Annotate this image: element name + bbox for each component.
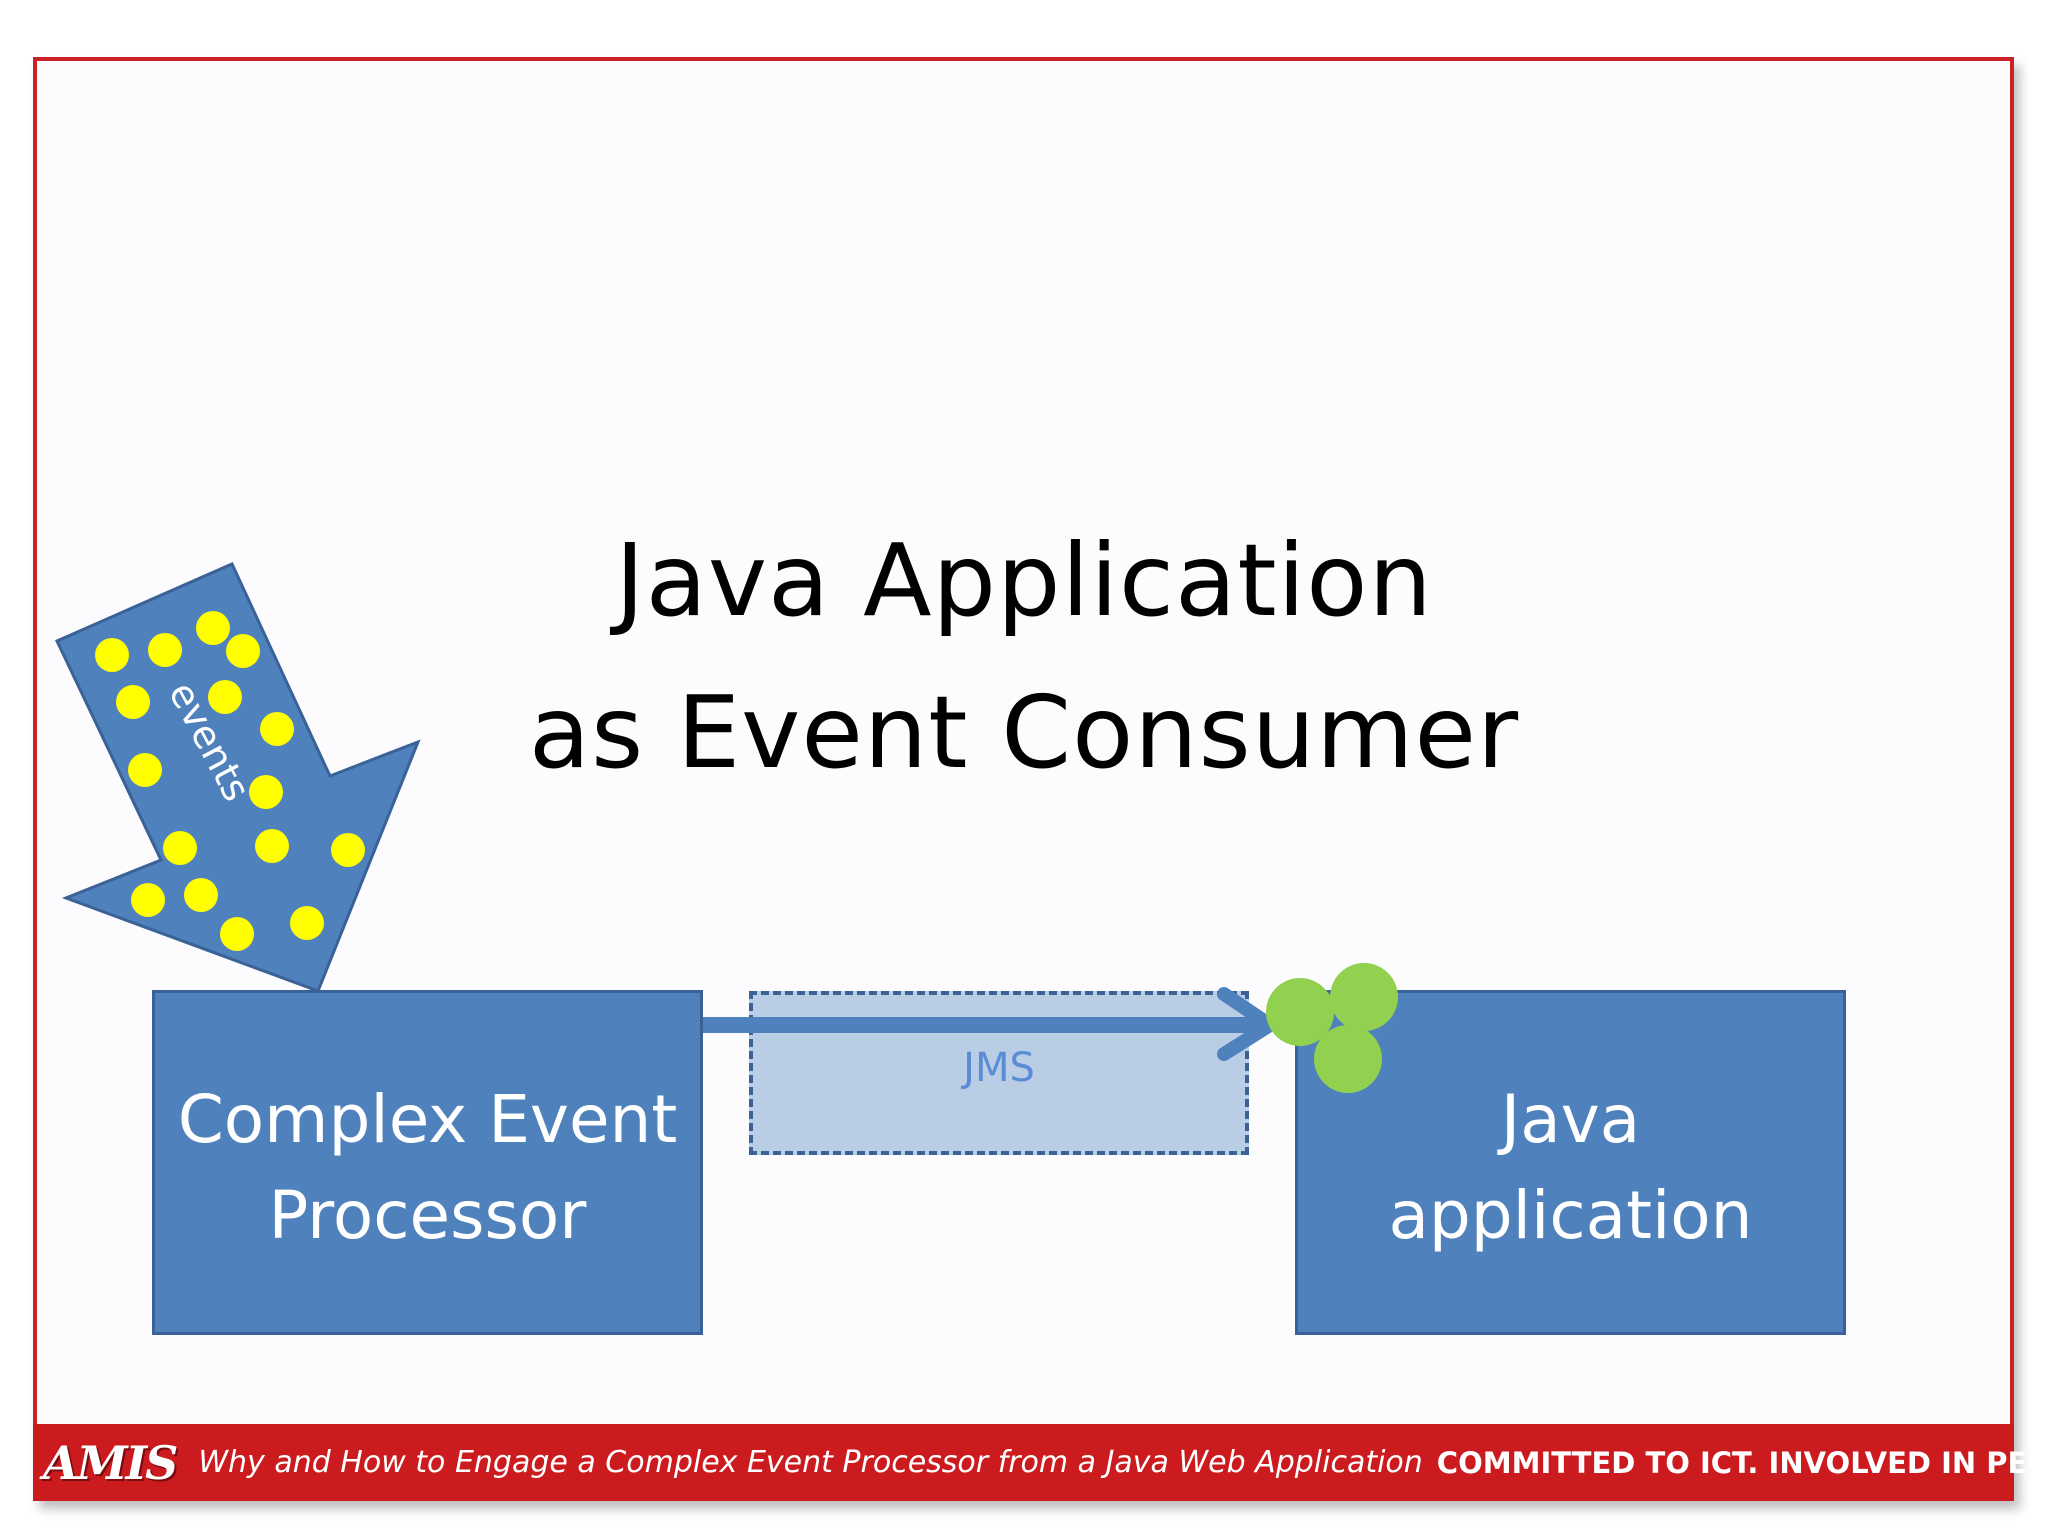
delivered-event-dot bbox=[1330, 963, 1398, 1031]
event-dot bbox=[249, 775, 283, 809]
complex-event-processor-box: Complex Event Processor bbox=[152, 990, 703, 1335]
event-dot bbox=[290, 906, 324, 940]
event-dot bbox=[255, 829, 289, 863]
footer-subtitle: Why and How to Engage a Complex Event Pr… bbox=[198, 1445, 1423, 1480]
event-dots bbox=[95, 611, 365, 951]
event-dot bbox=[220, 917, 254, 951]
title-line-1: Java Application bbox=[615, 522, 1433, 639]
event-dot bbox=[331, 833, 365, 867]
app-label-line-2: application bbox=[1388, 1176, 1753, 1254]
cep-label-line-2: Processor bbox=[268, 1176, 587, 1254]
delivered-event-dot bbox=[1314, 1025, 1382, 1093]
event-dot bbox=[208, 680, 242, 714]
event-dot bbox=[226, 634, 260, 668]
event-dot bbox=[148, 633, 182, 667]
title-line-2: as Event Consumer bbox=[528, 674, 1520, 791]
app-label-line-1: Java bbox=[1500, 1080, 1641, 1158]
event-dot bbox=[131, 883, 165, 917]
jms-label: JMS bbox=[963, 1045, 1035, 1091]
footer-tagline: COMMITTED TO ICT. INVOLVED IN PEOPLE. bbox=[1436, 1445, 2048, 1480]
event-dot bbox=[260, 712, 294, 746]
event-dot bbox=[196, 611, 230, 645]
cep-label-line-1: Complex Event bbox=[177, 1080, 678, 1158]
event-dot bbox=[184, 878, 218, 912]
event-dot bbox=[95, 638, 129, 672]
java-application-box: Java application bbox=[1295, 990, 1846, 1335]
delivered-event-dot bbox=[1266, 978, 1334, 1046]
event-dot bbox=[163, 831, 197, 865]
delivered-events bbox=[1266, 963, 1398, 1093]
slide-title: Java Application as Event Consumer bbox=[0, 505, 2048, 809]
footer-bar: AMIS Why and How to Engage a Complex Eve… bbox=[33, 1424, 2048, 1501]
event-dot bbox=[116, 685, 150, 719]
amis-logo: AMIS bbox=[43, 1435, 178, 1490]
event-dot bbox=[128, 753, 162, 787]
